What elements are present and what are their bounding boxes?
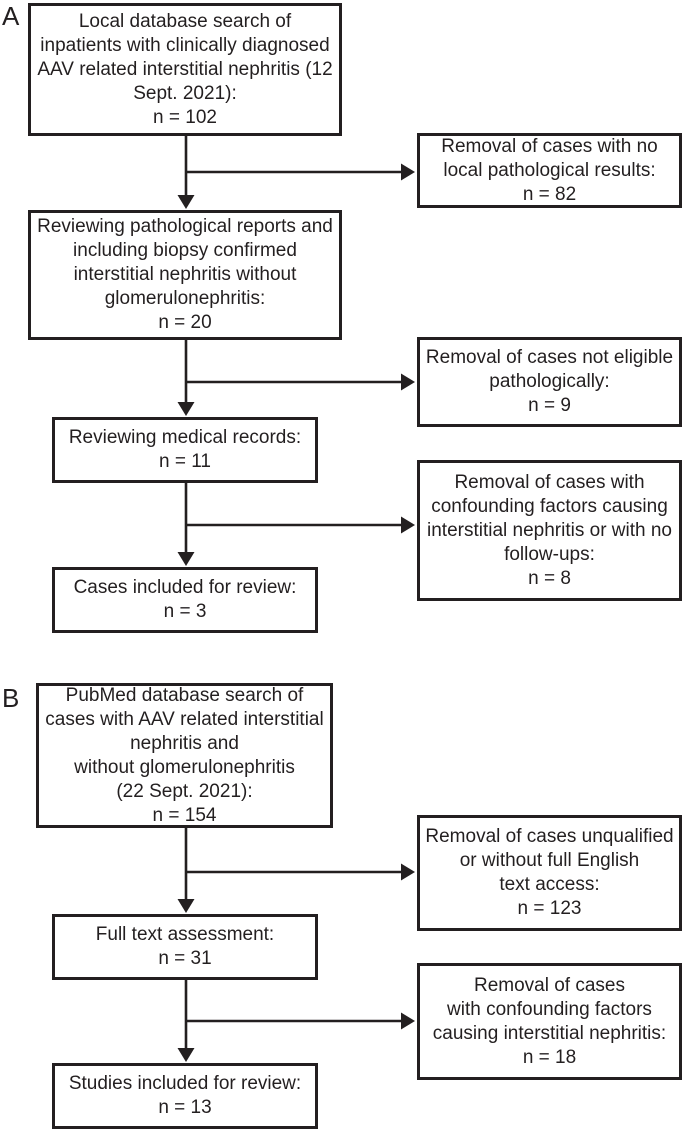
box-a-reviewing-medical-records: Reviewing medical records: n = 11 <box>52 417 318 483</box>
connector-a-step3-exclusion3 <box>186 516 415 534</box>
connector-b-step2-step3 <box>177 980 195 1062</box>
box-a-exclusion-confounding-factors-text: Removal of cases with confounding factor… <box>427 471 672 589</box>
box-a-reviewing-pathological-reports-text: Reviewing pathological reports and inclu… <box>37 216 333 333</box>
box-b-exclusion-confounding-factors: Removal of cases with confounding factor… <box>417 963 682 1080</box>
panel-a-label: A <box>2 1 20 31</box>
panel-b-label: B <box>2 683 20 713</box>
connector-a-step1-exclusion1 <box>186 163 415 181</box>
box-a-local-database-search-text: Local database search of inpatients with… <box>37 10 333 128</box>
box-b-full-text-assessment: Full text assessment: n = 31 <box>52 914 318 980</box>
box-b-pubmed-database-search: PubMed database search of cases with AAV… <box>36 683 333 828</box>
box-a-exclusion-confounding-factors: Removal of cases with confounding factor… <box>417 460 682 601</box>
box-a-local-database-search: Local database search of inpatients with… <box>28 3 342 136</box>
connector-a-step1-step2 <box>177 136 195 209</box>
box-a-reviewing-medical-records-text: Reviewing medical records: n = 11 <box>68 427 302 472</box>
connector-b-step2-exclusion2 <box>186 1012 415 1030</box>
box-a-exclusion-no-pathological-results-text: Removal of cases with no local pathologi… <box>441 135 658 205</box>
box-a-exclusion-no-pathological-results: Removal of cases with no local pathologi… <box>417 133 682 208</box>
box-a-cases-included-text: Cases included for review: n = 3 <box>73 577 297 622</box>
box-a-reviewing-pathological-reports: Reviewing pathological reports and inclu… <box>28 210 342 340</box>
box-a-exclusion-not-eligible-pathologically-text: Removal of cases not eligible pathologic… <box>425 347 674 416</box>
connector-a-step2-step3 <box>177 340 195 416</box>
connector-b-step1-exclusion1 <box>186 863 415 881</box>
box-b-exclusion-unqualified-no-english: Removal of cases unqualified or without … <box>417 815 682 931</box>
connector-a-step2-exclusion2 <box>186 373 415 391</box>
connector-a-step3-step4 <box>177 483 195 566</box>
box-b-studies-included: Studies included for review: n = 13 <box>52 1063 318 1129</box>
box-b-studies-included-text: Studies included for review: n = 13 <box>68 1073 302 1118</box>
box-b-exclusion-confounding-factors-text: Removal of cases with confounding factor… <box>432 974 667 1068</box>
box-b-full-text-assessment-text: Full text assessment: n = 31 <box>95 924 275 969</box>
box-a-cases-included: Cases included for review: n = 3 <box>52 567 318 633</box>
box-b-exclusion-unqualified-no-english-text: Removal of cases unqualified or without … <box>425 826 674 919</box>
box-a-exclusion-not-eligible-pathologically: Removal of cases not eligible pathologic… <box>417 337 682 427</box>
box-b-pubmed-database-search-text: PubMed database search of cases with AAV… <box>45 684 324 826</box>
connector-b-step1-step2 <box>177 828 195 913</box>
